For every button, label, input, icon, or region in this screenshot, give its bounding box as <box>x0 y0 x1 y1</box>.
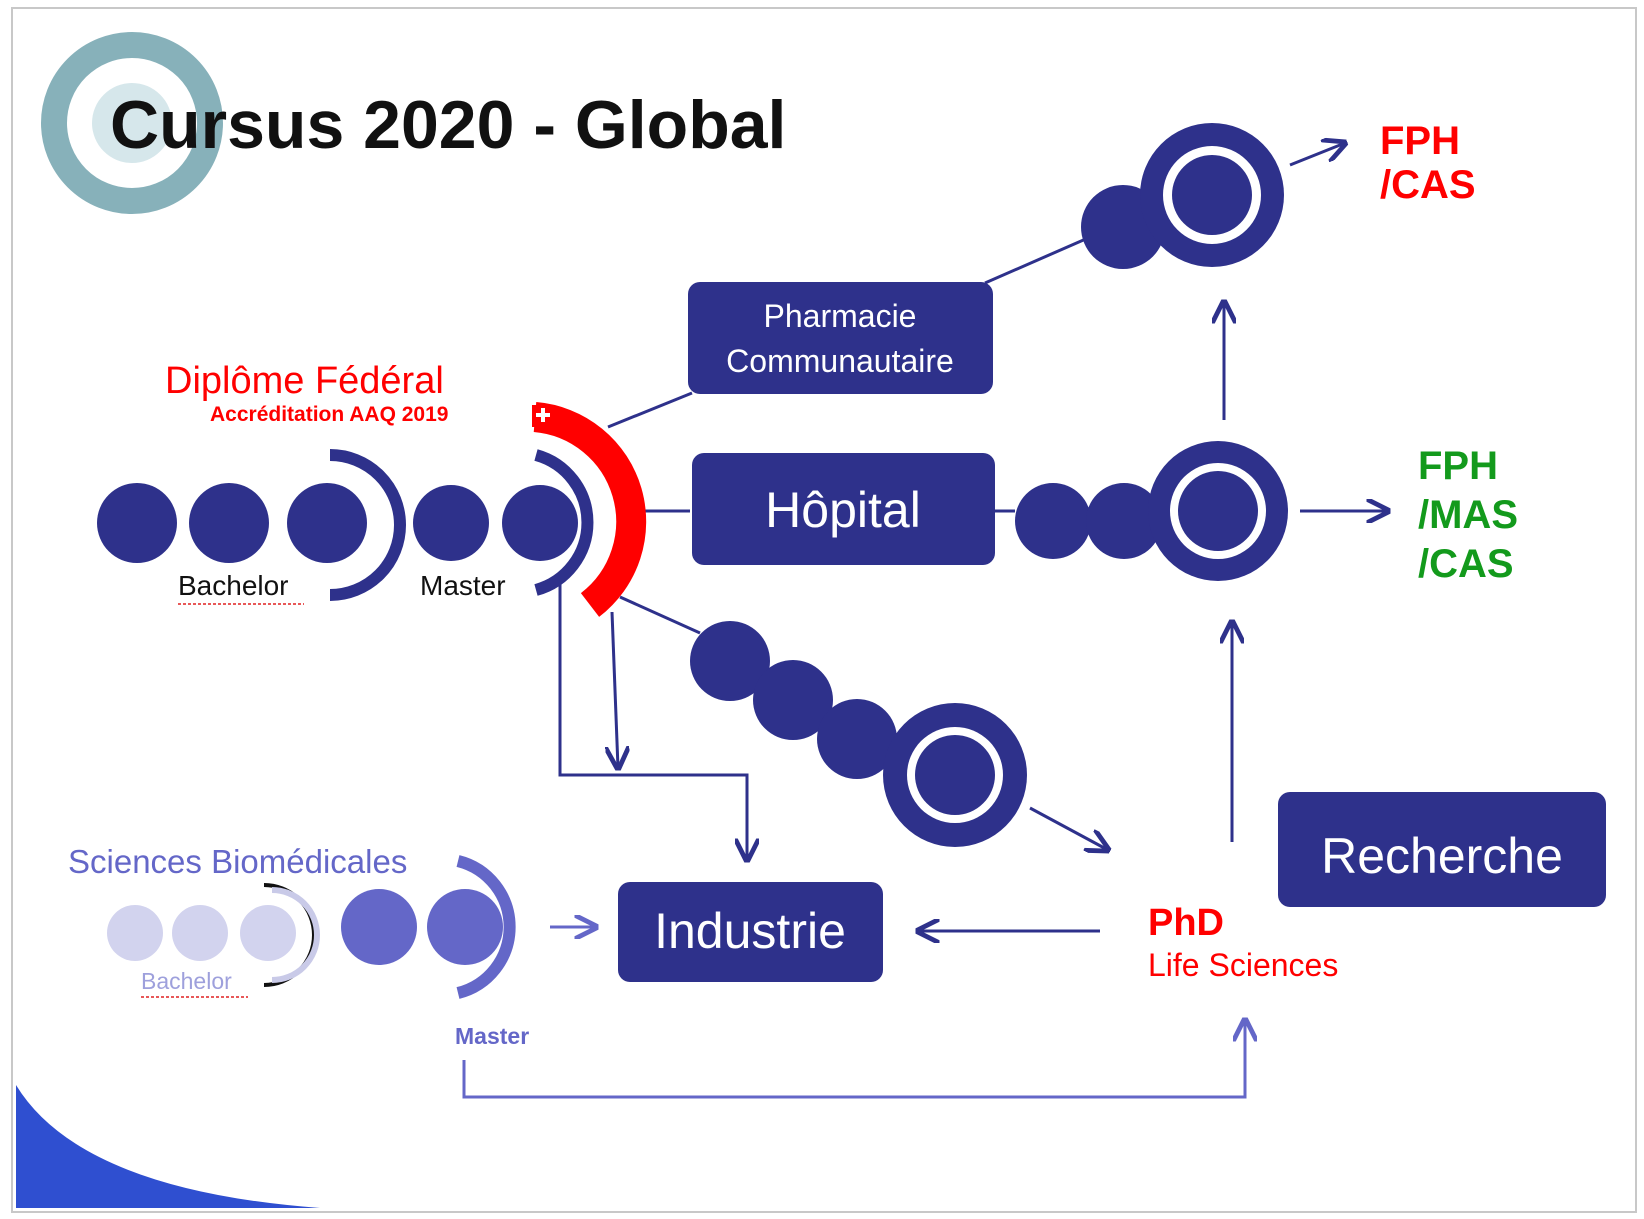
pharmacie-label-line1: Pharmacie <box>764 298 917 334</box>
biomed-bachelor-circles <box>107 883 320 987</box>
outcome-top-line2: /CAS <box>1380 163 1476 207</box>
biomed-bachelor-label: Bachelor <box>141 968 232 994</box>
outcome-middle-line3: /CAS <box>1418 542 1514 586</box>
sciences-biomedicales-label: Sciences Biomédicales <box>68 843 407 880</box>
hopital-track-circles <box>1015 441 1288 581</box>
slide-frame <box>11 7 1637 1213</box>
pharmacie-label-line2: Communautaire <box>726 343 954 379</box>
industrie-box <box>618 882 883 982</box>
master-circles <box>413 449 594 596</box>
biomed-master-circles <box>341 855 516 999</box>
master-label: Master <box>420 570 506 601</box>
recherche-box <box>1278 792 1606 907</box>
recherche-label: Recherche <box>1321 828 1563 884</box>
logo-ring-icon <box>41 32 223 214</box>
outcome-top-line1: FPH <box>1380 119 1460 163</box>
phd-subtitle: Life Sciences <box>1148 947 1338 983</box>
outcome-middle-line1: FPH <box>1418 444 1498 488</box>
diplome-title: Diplôme Fédéral <box>165 360 444 402</box>
corner-swoosh <box>16 1085 320 1208</box>
bachelor-circles <box>97 449 406 601</box>
page-title: Cursus 2020 - Global <box>110 87 786 163</box>
hopital-label: Hôpital <box>765 482 921 538</box>
bachelor-label: Bachelor <box>178 570 289 601</box>
industrie-label: Industrie <box>654 903 846 959</box>
pharmacie-box <box>688 282 993 394</box>
connector-lines <box>558 143 1388 931</box>
pharmacie-track-circles <box>1081 123 1284 269</box>
diplome-subtitle: Accréditation AAQ 2019 <box>210 403 448 426</box>
swiss-cross-icon <box>536 408 550 422</box>
biomed-connector-lines <box>462 927 1245 1099</box>
phd-track-circles <box>690 621 1027 847</box>
phd-title: PhD <box>1148 902 1224 944</box>
hopital-box <box>692 453 995 565</box>
biomed-master-label: Master <box>455 1023 529 1049</box>
outcome-middle-line2: /MAS <box>1418 493 1518 537</box>
